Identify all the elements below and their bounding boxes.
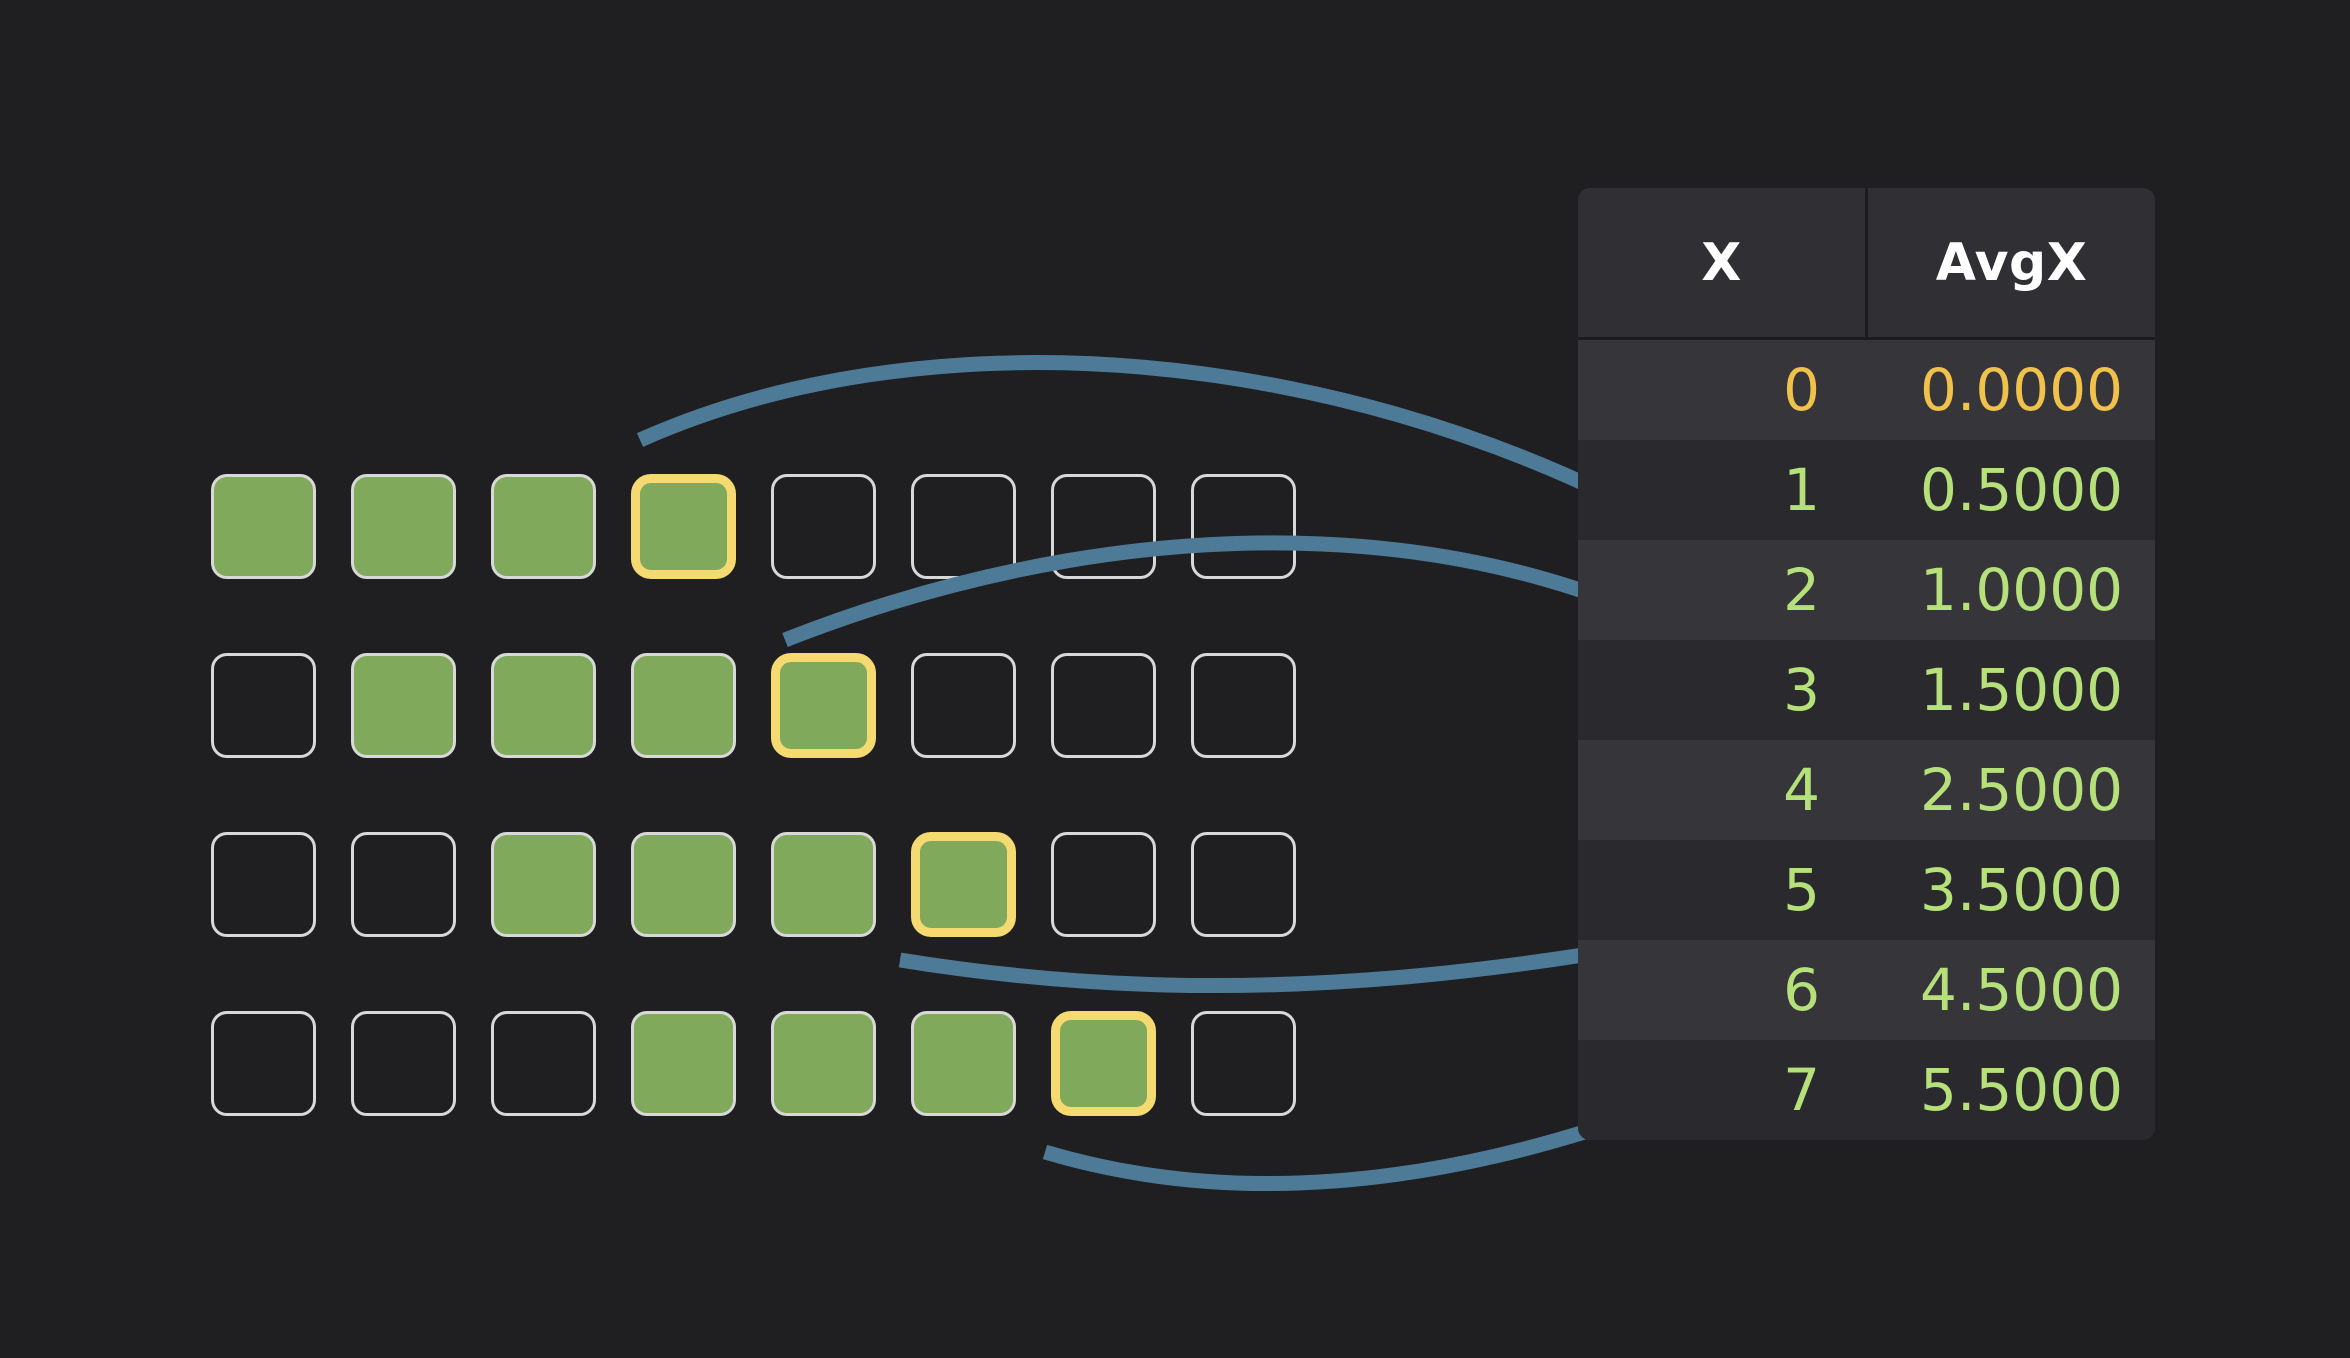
cell-x: 0 xyxy=(1783,356,1820,424)
table-row[interactable]: 6 4.5000 xyxy=(1578,940,2155,1040)
grid-cell-filled[interactable] xyxy=(351,474,456,579)
cell-avgx: 1.5000 xyxy=(1920,656,2123,724)
cell-x: 3 xyxy=(1783,656,1820,724)
grid-cell-filled[interactable] xyxy=(491,474,596,579)
grid-cell-filled[interactable] xyxy=(351,653,456,758)
grid-cell-empty[interactable] xyxy=(1051,832,1156,937)
grid-cell-filled[interactable] xyxy=(911,1011,1016,1116)
grid-cell-filled[interactable] xyxy=(631,832,736,937)
avgx-results-table: X AvgX 0 0.0000 1 0.5000 2 1.0000 3 1.5000 4 2.50… xyxy=(1578,188,2155,1140)
table-row[interactable]: 7 5.5000 xyxy=(1578,1040,2155,1140)
window-row xyxy=(211,474,1296,579)
grid-cell-filled[interactable] xyxy=(491,653,596,758)
grid-cell-current[interactable] xyxy=(771,653,876,758)
column-header-x: X xyxy=(1578,188,1868,337)
window-row xyxy=(211,832,1296,937)
grid-cell-empty[interactable] xyxy=(1051,653,1156,758)
table-row[interactable]: 0 0.0000 xyxy=(1578,340,2155,440)
grid-cell-empty[interactable] xyxy=(1191,653,1296,758)
grid-cell-empty[interactable] xyxy=(491,1011,596,1116)
cell-avgx: 3.5000 xyxy=(1920,856,2123,924)
grid-cell-empty[interactable] xyxy=(211,1011,316,1116)
cell-avgx: 0.0000 xyxy=(1920,356,2123,424)
grid-cell-empty[interactable] xyxy=(911,474,1016,579)
grid-cell-filled[interactable] xyxy=(631,653,736,758)
cell-avgx: 4.5000 xyxy=(1920,956,2123,1024)
window-grid xyxy=(211,474,1296,1116)
cell-x: 4 xyxy=(1783,756,1820,824)
column-header-avgx: AvgX xyxy=(1935,232,2088,293)
grid-cell-filled[interactable] xyxy=(211,474,316,579)
table-row[interactable]: 2 1.0000 xyxy=(1578,540,2155,640)
cell-x: 7 xyxy=(1783,1056,1820,1124)
grid-cell-current[interactable] xyxy=(1051,1011,1156,1116)
window-row xyxy=(211,653,1296,758)
grid-cell-current[interactable] xyxy=(631,474,736,579)
cell-x: 6 xyxy=(1783,956,1820,1024)
table-row[interactable]: 3 1.5000 xyxy=(1578,640,2155,740)
grid-cell-filled[interactable] xyxy=(631,1011,736,1116)
cell-avgx: 0.5000 xyxy=(1920,456,2123,524)
grid-cell-empty[interactable] xyxy=(211,832,316,937)
cell-avgx: 2.5000 xyxy=(1920,756,2123,824)
grid-cell-empty[interactable] xyxy=(1191,474,1296,579)
grid-cell-empty[interactable] xyxy=(771,474,876,579)
grid-cell-empty[interactable] xyxy=(351,832,456,937)
table-header-row: X AvgX xyxy=(1578,188,2155,340)
cell-x: 5 xyxy=(1783,856,1820,924)
grid-cell-filled[interactable] xyxy=(771,832,876,937)
grid-cell-empty[interactable] xyxy=(211,653,316,758)
grid-cell-current[interactable] xyxy=(911,832,1016,937)
grid-cell-empty[interactable] xyxy=(351,1011,456,1116)
table-body: 0 0.0000 1 0.5000 2 1.0000 3 1.5000 4 2.5000 5 3.50… xyxy=(1578,340,2155,1140)
grid-cell-empty[interactable] xyxy=(1051,474,1156,579)
cell-avgx: 1.0000 xyxy=(1920,556,2123,624)
window-row xyxy=(211,1011,1296,1116)
grid-cell-empty[interactable] xyxy=(1191,1011,1296,1116)
cell-x: 2 xyxy=(1783,556,1820,624)
grid-cell-filled[interactable] xyxy=(491,832,596,937)
table-row[interactable]: 4 2.5000 xyxy=(1578,740,2155,840)
table-row[interactable]: 5 3.5000 xyxy=(1578,840,2155,940)
cell-x: 1 xyxy=(1783,456,1820,524)
grid-cell-empty[interactable] xyxy=(911,653,1016,758)
cell-avgx: 5.5000 xyxy=(1920,1056,2123,1124)
grid-cell-empty[interactable] xyxy=(1191,832,1296,937)
grid-cell-filled[interactable] xyxy=(771,1011,876,1116)
table-row[interactable]: 1 0.5000 xyxy=(1578,440,2155,540)
